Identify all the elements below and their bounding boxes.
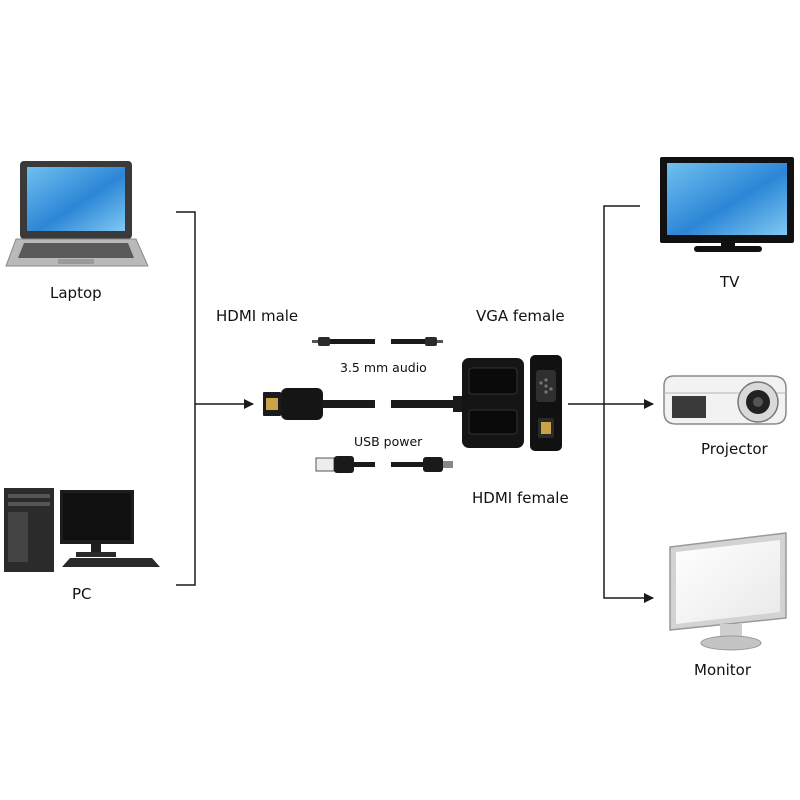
monitor-label: Monitor: [694, 661, 752, 679]
usb-power-label: USB power: [354, 434, 423, 449]
monitor-icon: [669, 532, 787, 651]
hdmi-cable-icon: [263, 388, 465, 420]
desktop-pc-icon: [4, 488, 160, 572]
audio-cable-icon: [312, 337, 443, 346]
hdmi-female-label: HDMI female: [472, 489, 569, 507]
usb-cable-icon: [315, 456, 453, 473]
laptop-label: Laptop: [50, 284, 102, 302]
pc-label: PC: [72, 585, 92, 603]
laptop-icon: [5, 161, 149, 267]
input-bracket: [176, 211, 254, 586]
projector-icon: [663, 375, 787, 425]
hdmi-male-label: HDMI male: [216, 307, 299, 325]
tv-label: TV: [720, 273, 740, 291]
tv-icon: [660, 157, 794, 252]
output-bracket: [568, 205, 654, 603]
audio-label: 3.5 mm audio: [340, 360, 427, 375]
adapter-icon: [462, 355, 562, 451]
projector-label: Projector: [701, 440, 768, 458]
vga-female-label: VGA female: [476, 307, 565, 325]
